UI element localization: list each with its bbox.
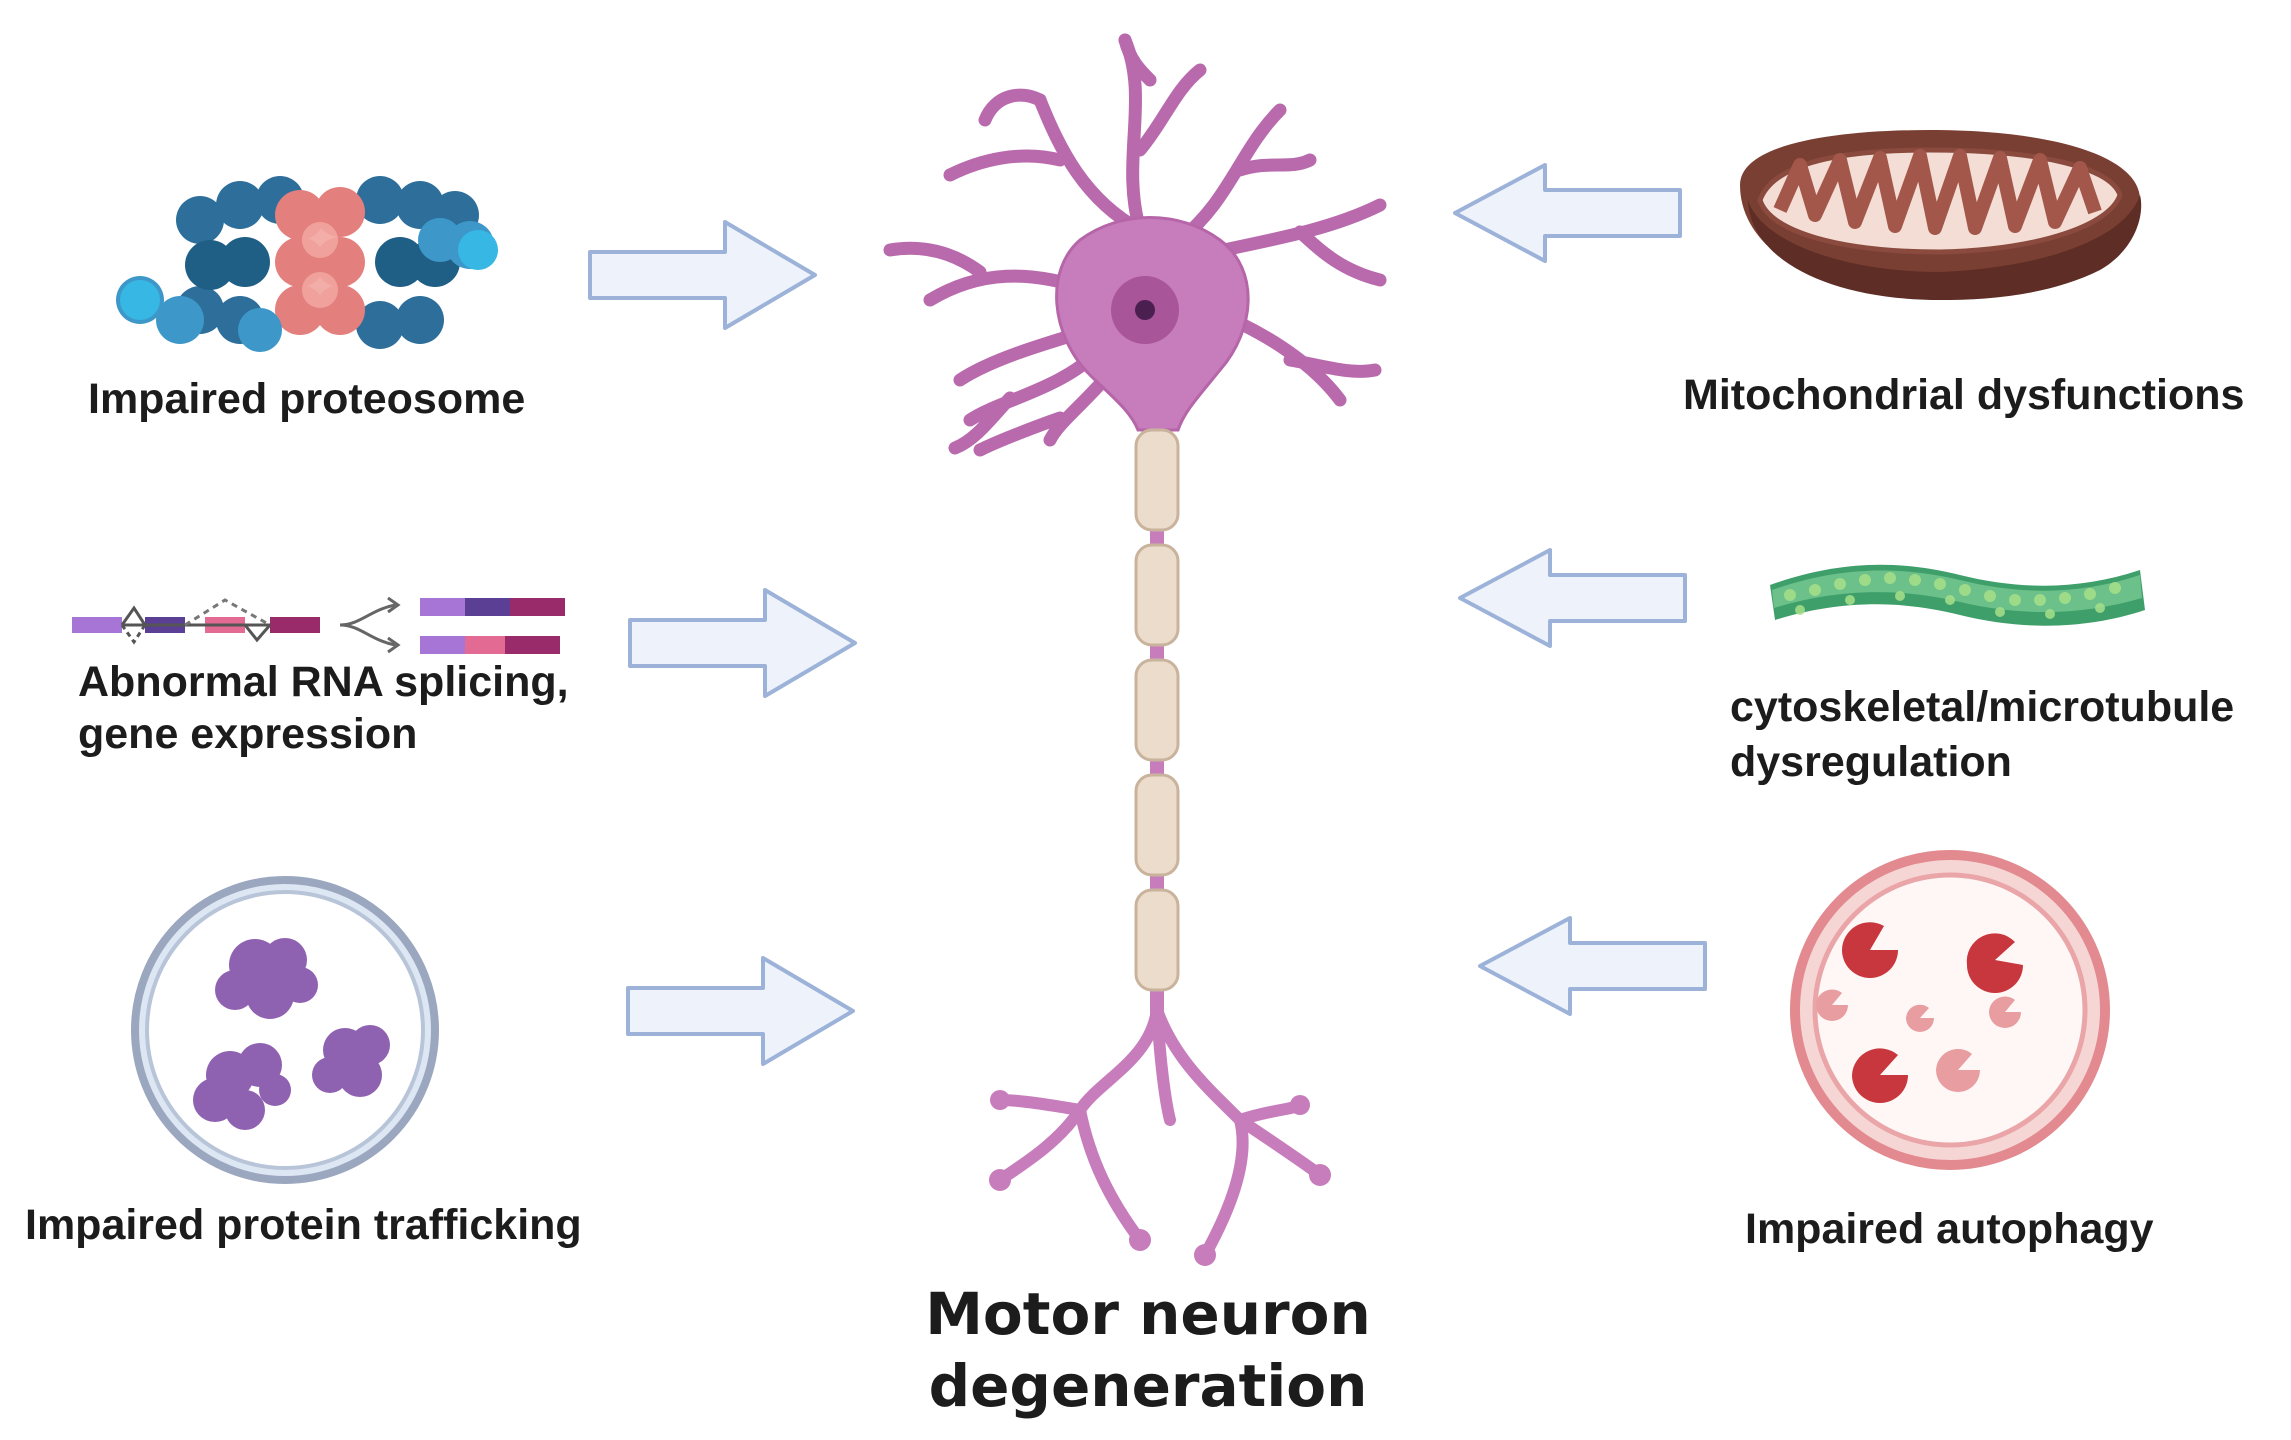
arrow-mitochondria-to-neuron — [1453, 163, 1682, 263]
label-cytoskeletal-line1: cytoskeletal/microtubule — [1730, 683, 2235, 731]
axon-terminals — [994, 1004, 1326, 1261]
terminal-boutons — [989, 1090, 1331, 1266]
arrow-proteosome-to-neuron — [588, 220, 817, 330]
label-impaired-protein-trafficking: Impaired protein trafficking — [25, 1201, 582, 1249]
microtubule-icon — [1770, 564, 2145, 626]
label-rna-splicing-line1: Abnormal RNA splicing, — [78, 658, 569, 706]
neuron-dendrites — [883, 33, 1387, 457]
title-motor-neuron-line2: degeneration — [928, 1352, 1368, 1420]
title-motor-neuron-line1: Motor neuron — [925, 1280, 1371, 1348]
myelin-sheaths — [1134, 428, 1180, 992]
label-impaired-autophagy: Impaired autophagy — [1745, 1205, 2154, 1253]
label-impaired-proteosome: Impaired proteosome — [88, 375, 526, 423]
neuron-nucleolus — [1135, 300, 1155, 320]
autophagosome-icon — [1790, 850, 2110, 1170]
rna-splicing-icon — [72, 596, 565, 654]
arrow-cytoskeleton-to-neuron — [1458, 548, 1687, 648]
label-cytoskeletal-line2: dysregulation — [1730, 738, 2012, 786]
motor-neuron-illustration — [883, 33, 1387, 1266]
label-rna-splicing-line2: gene expression — [78, 710, 418, 758]
arrow-autophagy-to-neuron — [1478, 916, 1707, 1016]
label-mitochondrial-dysfunctions: Mitochondrial dysfunctions — [1683, 371, 2245, 419]
proteosome-icon — [116, 176, 498, 352]
mitochondrion-icon — [1740, 130, 2142, 300]
arrow-trafficking-to-neuron — [626, 956, 855, 1066]
protein-trafficking-icon — [131, 876, 439, 1184]
arrow-rna-to-neuron — [628, 588, 857, 698]
